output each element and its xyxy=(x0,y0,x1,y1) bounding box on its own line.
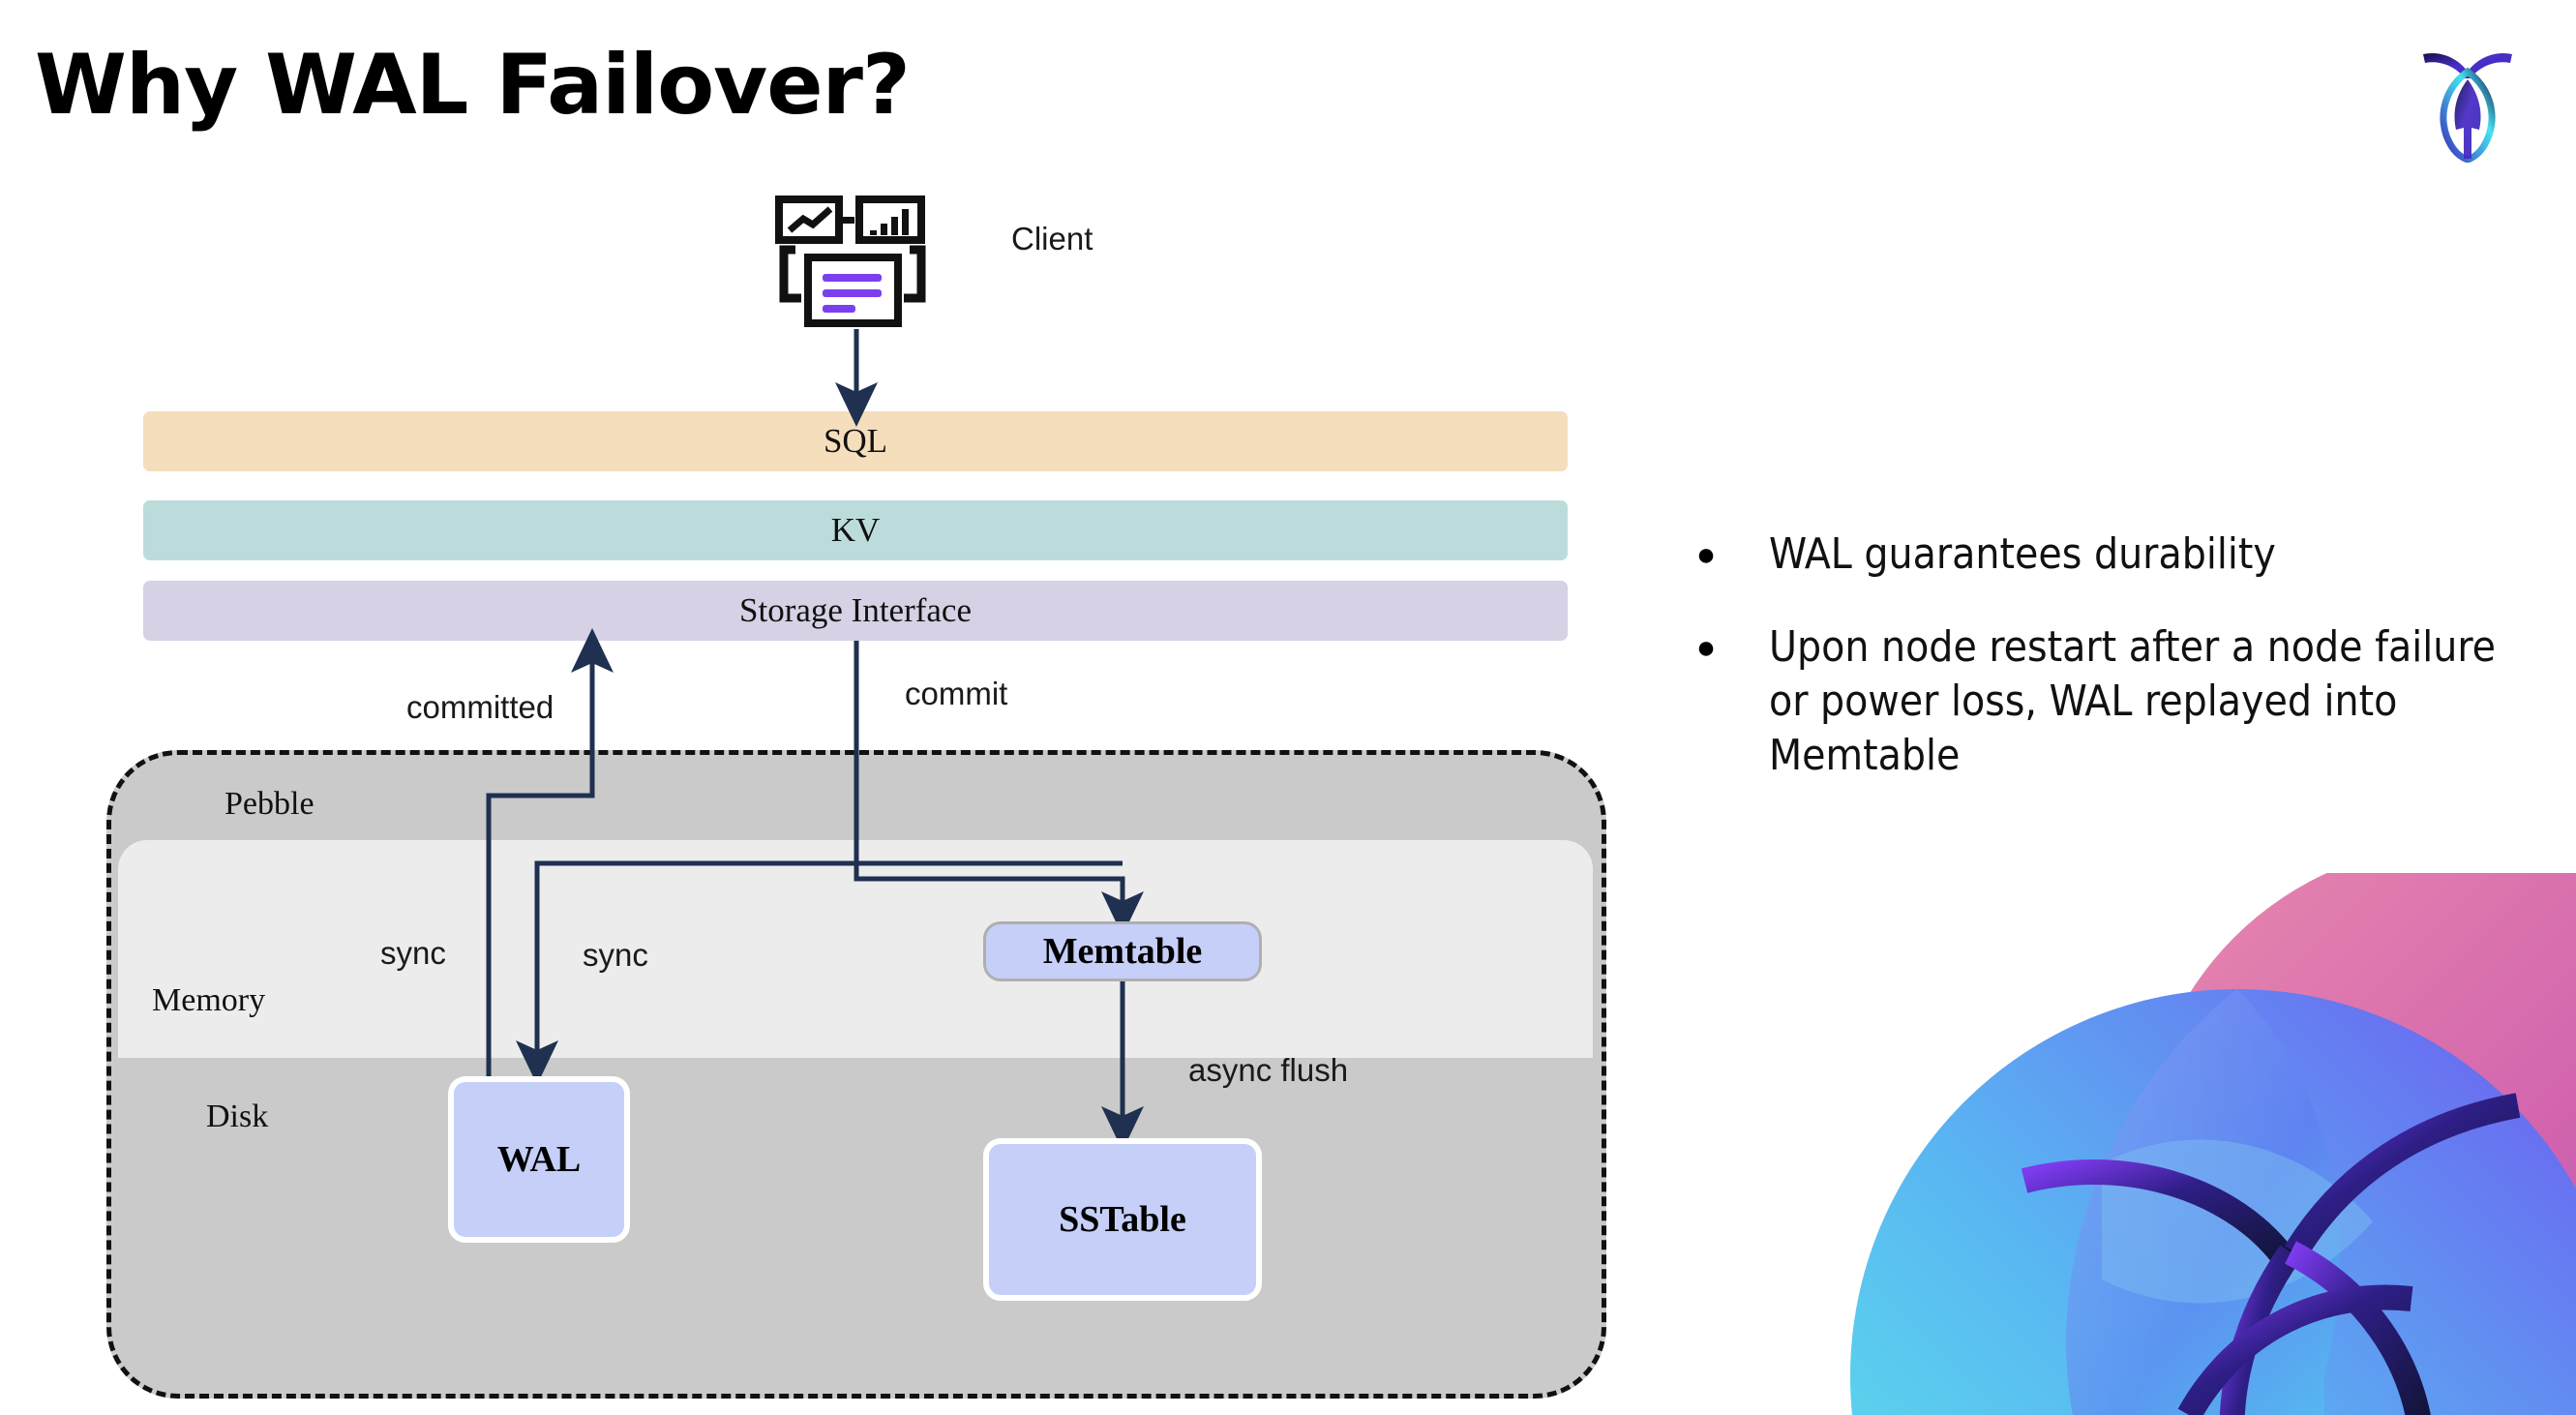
decorative-circles-graphic xyxy=(1850,873,2576,1415)
bullet-list: ● WAL guarantees durability ● Upon node … xyxy=(1695,527,2528,822)
flow-label-committed: committed xyxy=(406,689,554,725)
pebble-label: Pebble xyxy=(225,786,315,822)
layer-bar-sql: SQL xyxy=(143,411,1568,471)
list-item: ● Upon node restart after a node failure… xyxy=(1695,620,2528,783)
node-memtable: Memtable xyxy=(983,921,1262,981)
client-label: Client xyxy=(1011,221,1093,256)
flow-label-commit: commit xyxy=(905,676,1008,711)
layer-bar-kv: KV xyxy=(143,500,1568,560)
flow-label-sync-right: sync xyxy=(583,937,648,973)
bullet-marker-icon: ● xyxy=(1695,629,1717,666)
bullet-text: Upon node restart after a node failure o… xyxy=(1769,622,2497,780)
node-wal: WAL xyxy=(448,1076,630,1243)
layer-bar-storage: Storage Interface xyxy=(143,581,1568,641)
client-dashboard-icon xyxy=(775,196,926,327)
page-title: Why WAL Failover? xyxy=(35,37,911,134)
bullet-text: WAL guarantees durability xyxy=(1769,529,2276,579)
memory-region xyxy=(118,840,1593,1058)
cockroachdb-logo xyxy=(2423,52,2512,163)
disk-label: Disk xyxy=(206,1099,269,1134)
flow-label-sync-left: sync xyxy=(380,935,446,971)
bullet-marker-icon: ● xyxy=(1695,536,1717,573)
flow-label-async-flush: async flush xyxy=(1188,1052,1349,1088)
node-sstable: SSTable xyxy=(983,1138,1262,1301)
list-item: ● WAL guarantees durability xyxy=(1695,527,2528,582)
memory-label: Memory xyxy=(152,982,266,1018)
